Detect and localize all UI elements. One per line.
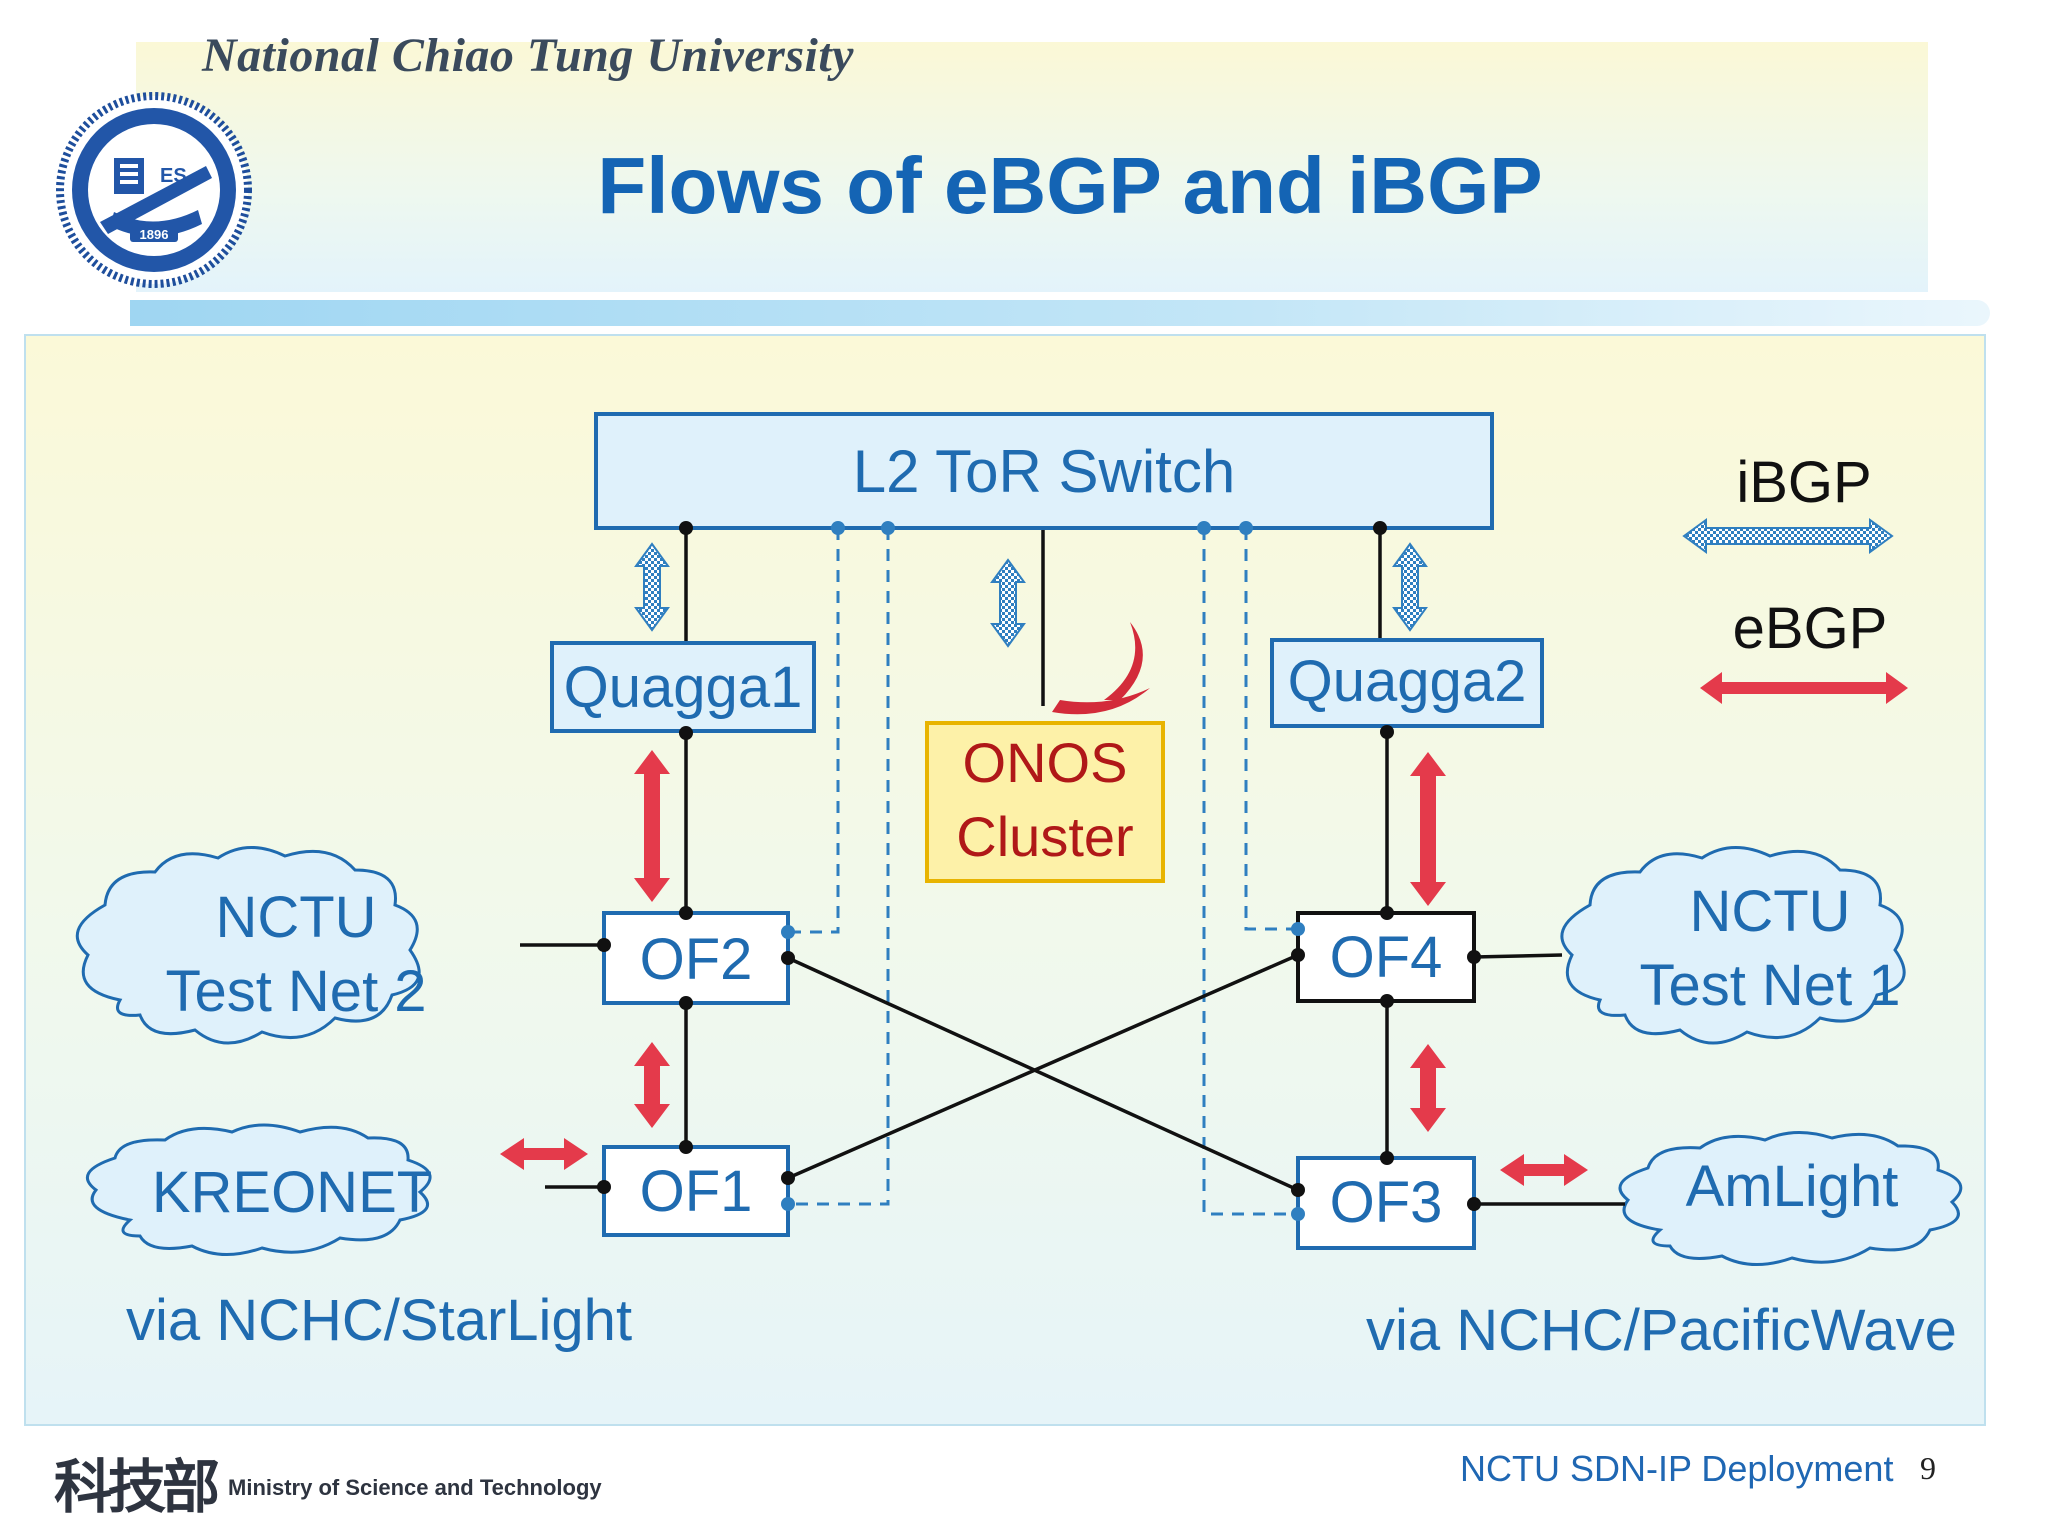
of2-label: OF2	[640, 927, 753, 992]
ebgp-arrow-kreonet-icon	[500, 1138, 588, 1170]
university-name: National Chiao Tung University	[202, 29, 854, 82]
cloud-nctu-test-net-2: NCTU Test Net 2	[75, 846, 427, 1045]
cloud-nctu-test-net-1-line1: NCTU	[1689, 879, 1850, 944]
ministry-logo-cn: 科技部	[54, 1453, 220, 1521]
onos-cluster: ONOS Cluster	[925, 721, 1165, 883]
onos-label-line1: ONOS	[963, 731, 1128, 794]
header-band	[136, 42, 1928, 292]
legend-ibgp-label: iBGP	[1736, 450, 1871, 515]
of4-label: OF4	[1330, 925, 1443, 990]
ibgp-arrow-quagga1-icon	[634, 542, 670, 632]
slide-title: Flows of eBGP and iBGP	[597, 141, 1543, 230]
ibgp-arrow-onos-icon	[990, 558, 1026, 648]
cloud-kreonet: KREONET	[85, 1123, 432, 1257]
footer-deployment-text: NCTU SDN-IP Deployment	[1460, 1448, 1894, 1489]
quagga2-label: Quagga2	[1288, 649, 1527, 714]
ebgp-arrow-quagga2-of4-icon	[1410, 752, 1446, 906]
ministry-logo-en: Ministry of Science and Technology	[228, 1475, 602, 1500]
of3-label: OF3	[1330, 1170, 1443, 1235]
ebgp-arrow-amlight-icon	[1500, 1154, 1588, 1186]
quagga1-router: Quagga1	[550, 641, 816, 733]
ibgp-arrows	[634, 518, 1894, 648]
cloud-nctu-test-net-1: NCTU Test Net 1	[1560, 846, 1906, 1045]
onos-label-line2: Cluster	[956, 805, 1133, 868]
legend-ebgp-label: eBGP	[1733, 596, 1888, 661]
blue-connection-dots	[781, 521, 1305, 1221]
cloud-nctu-test-net-1-line2: Test Net 1	[1639, 953, 1900, 1018]
seal-letters: ES	[160, 165, 187, 187]
cloud-amlight-label: AmLight	[1686, 1154, 1899, 1219]
cloud-nctu-test-net-2-line1: NCTU	[215, 885, 376, 950]
of1-switch: OF1	[602, 1145, 790, 1237]
ebgp-arrow-of2-of1-icon	[634, 1042, 670, 1128]
onos-bird-wing-icon	[1104, 622, 1143, 700]
ebgp-arrows	[500, 672, 1908, 1186]
ebgp-arrow-of4-of3-icon	[1410, 1044, 1446, 1132]
of4-switch: OF4	[1296, 911, 1476, 1003]
of1-label: OF1	[640, 1159, 753, 1224]
via-pacificwave-label: via NCHC/PacificWave	[1366, 1298, 1957, 1363]
of3-switch: OF3	[1296, 1156, 1476, 1250]
cloud-nctu-test-net-2-line2: Test Net 2	[165, 959, 426, 1024]
quagga2-router: Quagga2	[1270, 638, 1544, 728]
via-starlight-label: via NCHC/StarLight	[126, 1288, 632, 1353]
of2-switch: OF2	[602, 911, 790, 1005]
black-connection-dots	[597, 521, 1481, 1211]
seal-year: 1896	[140, 227, 169, 242]
l2-tor-switch: L2 ToR Switch	[594, 412, 1494, 530]
l2-tor-switch-label: L2 ToR Switch	[853, 438, 1235, 505]
university-seal-icon: ES 1896	[56, 92, 252, 288]
onos-bird-logo-icon	[1052, 688, 1150, 715]
dashed-control-links	[788, 528, 1298, 1216]
ibgp-arrow-quagga2-icon	[1392, 542, 1428, 632]
header-stripe	[130, 300, 1990, 326]
cloud-kreonet-label: KREONET	[152, 1160, 432, 1225]
legend-ebgp-arrow-icon	[1700, 672, 1908, 704]
page-number: 9	[1920, 1450, 1936, 1486]
cloud-amlight: AmLight	[1618, 1130, 1963, 1267]
quagga1-label: Quagga1	[564, 655, 803, 720]
legend-ibgp-arrow-icon	[1682, 518, 1894, 554]
ebgp-arrow-quagga1-of2-icon	[634, 750, 670, 902]
